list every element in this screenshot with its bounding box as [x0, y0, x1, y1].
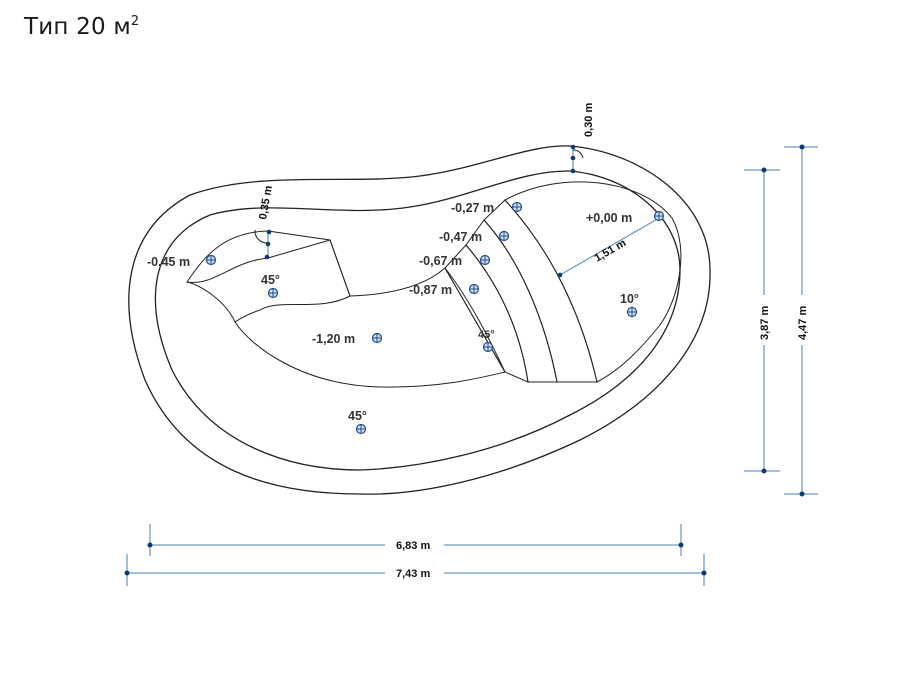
depth-marker-1	[205, 254, 217, 266]
outer-height-dot-bottom	[799, 491, 805, 497]
inner-height-dot-top	[761, 167, 767, 173]
depth-marker-7	[371, 332, 383, 344]
slope-label-4: 45°	[348, 409, 367, 423]
depth-label-2: -0,27 m	[451, 201, 494, 215]
inner-width-dot-right	[678, 542, 684, 548]
depth-label-7: -1,20 m	[312, 332, 355, 346]
wall-left-dot-mid	[265, 241, 271, 247]
pool-floor	[234, 239, 506, 388]
slope-marker-2	[482, 341, 494, 353]
depth-marker-6	[653, 210, 665, 222]
radius-line	[559, 216, 662, 276]
inner-width-dot-left	[147, 542, 153, 548]
step-front	[444, 267, 506, 373]
page-title: Тип 20 м2	[24, 14, 139, 40]
wall-left-angle	[254, 229, 268, 244]
slope-label-3: 10°	[620, 292, 639, 306]
pool-outer-rim	[128, 145, 711, 495]
slope-marker-1	[267, 287, 279, 299]
depth-marker-2	[511, 201, 523, 213]
title-text: Тип 20 м	[24, 14, 131, 40]
inner-width-label: 6,83 m	[396, 540, 430, 552]
depth-marker-5	[468, 283, 480, 295]
pool-inner-rim	[154, 170, 681, 471]
inner-height-dot-bottom	[761, 468, 767, 474]
step-1	[483, 199, 598, 383]
outer-height-dot-top	[799, 144, 805, 150]
outer-height-label: 4,47 m	[797, 306, 809, 340]
depth-label-3: -0,47 m	[439, 230, 482, 244]
wall-right-label: 0,30 m	[583, 103, 595, 137]
slope-marker-4	[355, 423, 367, 435]
slope-marker-3	[626, 306, 638, 318]
title-superscript: 2	[130, 14, 140, 29]
step-2	[465, 219, 558, 383]
inner-height-label: 3,87 m	[759, 306, 771, 340]
wall-left-label: 0,35 m	[257, 184, 275, 220]
step-3	[444, 244, 529, 383]
depth-marker-4	[479, 254, 491, 266]
left-bench	[186, 230, 351, 323]
wall-left-dot-bottom	[264, 254, 270, 260]
wall-left-dot-top	[266, 229, 272, 235]
depth-label-6: +0,00 m	[586, 211, 632, 225]
depth-label-1: -0,45 m	[147, 255, 190, 269]
depth-label-5: -0,87 m	[409, 283, 452, 297]
depth-label-4: -0,67 m	[419, 254, 462, 268]
wall-right-angle	[572, 149, 584, 159]
slope-label-2: 45°	[478, 329, 495, 341]
wall-right-dot-top	[570, 144, 576, 150]
outer-width-dot-right	[701, 570, 707, 576]
wall-right-dot-bottom	[570, 168, 576, 174]
wall-right-dot-mid	[570, 155, 576, 161]
outer-width-dot-left	[124, 570, 130, 576]
depth-marker-3	[498, 230, 510, 242]
radius-label: 1,51 m	[593, 237, 629, 265]
outer-width-label: 7,43 m	[396, 568, 430, 580]
slope-label-1: 45°	[261, 273, 280, 287]
radius-dot-start	[557, 272, 563, 278]
